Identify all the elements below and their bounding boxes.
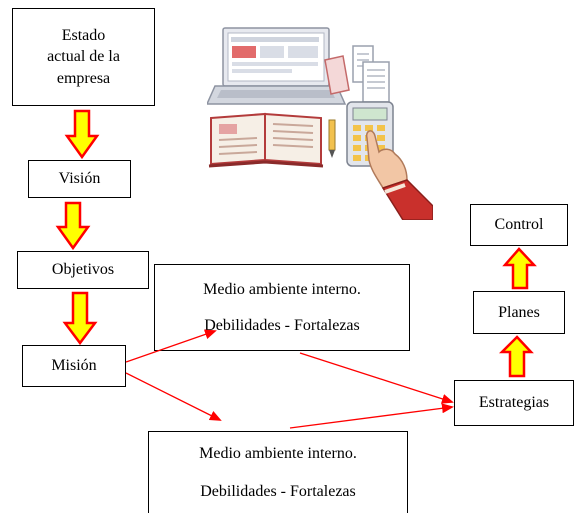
pen-icon — [328, 119, 336, 158]
estrategias-label: Estrategias — [478, 394, 550, 412]
down-block-arrow-1 — [64, 109, 100, 160]
objetivos-label: Objetivos — [51, 261, 115, 279]
arrow-mision-to-medio-top — [125, 329, 217, 363]
arrow-medio-top-to-estrategias — [299, 352, 454, 404]
medio-bottom-line-1: Medio ambiente interno. — [199, 444, 357, 462]
business-illustration — [207, 27, 433, 220]
planes-box: Planes — [473, 291, 565, 334]
receipt-icon — [324, 45, 390, 103]
up-block-arrow-2 — [498, 335, 534, 378]
estado-line-1: Estado — [61, 26, 106, 44]
planes-label: Planes — [498, 303, 540, 321]
medio-bottom-line-2: Debilidades - Fortalezas — [200, 482, 356, 500]
medio-top-line-1: Medio ambiente interno. — [203, 280, 361, 298]
hand-icon — [365, 130, 433, 220]
laptop-icon — [207, 27, 347, 105]
medio-ambiente-bottom-box: Medio ambiente interno. Debilidades - Fo… — [148, 431, 408, 513]
open-book-icon — [208, 112, 324, 168]
estado-line-3: empresa — [56, 69, 111, 87]
vision-box: Visión — [28, 160, 131, 198]
down-block-arrow-3 — [62, 291, 98, 346]
arrow-mision-to-medio-bottom — [125, 372, 222, 421]
control-label: Control — [494, 216, 544, 234]
estado-actual-box: Estado actual de la empresa — [12, 8, 155, 106]
medio-ambiente-top-box: Medio ambiente interno. Debilidades - Fo… — [154, 264, 410, 351]
estado-line-2: actual de la — [47, 48, 120, 66]
down-block-arrow-2 — [55, 201, 91, 251]
up-block-arrow-1 — [502, 247, 537, 290]
objetivos-box: Objetivos — [17, 251, 149, 289]
medio-top-line-2: Debilidades - Fortalezas — [204, 316, 360, 334]
mision-label: Misión — [51, 357, 97, 375]
vision-label: Visión — [58, 170, 101, 188]
control-box: Control — [470, 204, 568, 246]
estrategias-box: Estrategias — [454, 380, 574, 426]
mision-box: Misión — [22, 345, 126, 387]
arrow-medio-bottom-to-estrategias — [289, 403, 454, 429]
